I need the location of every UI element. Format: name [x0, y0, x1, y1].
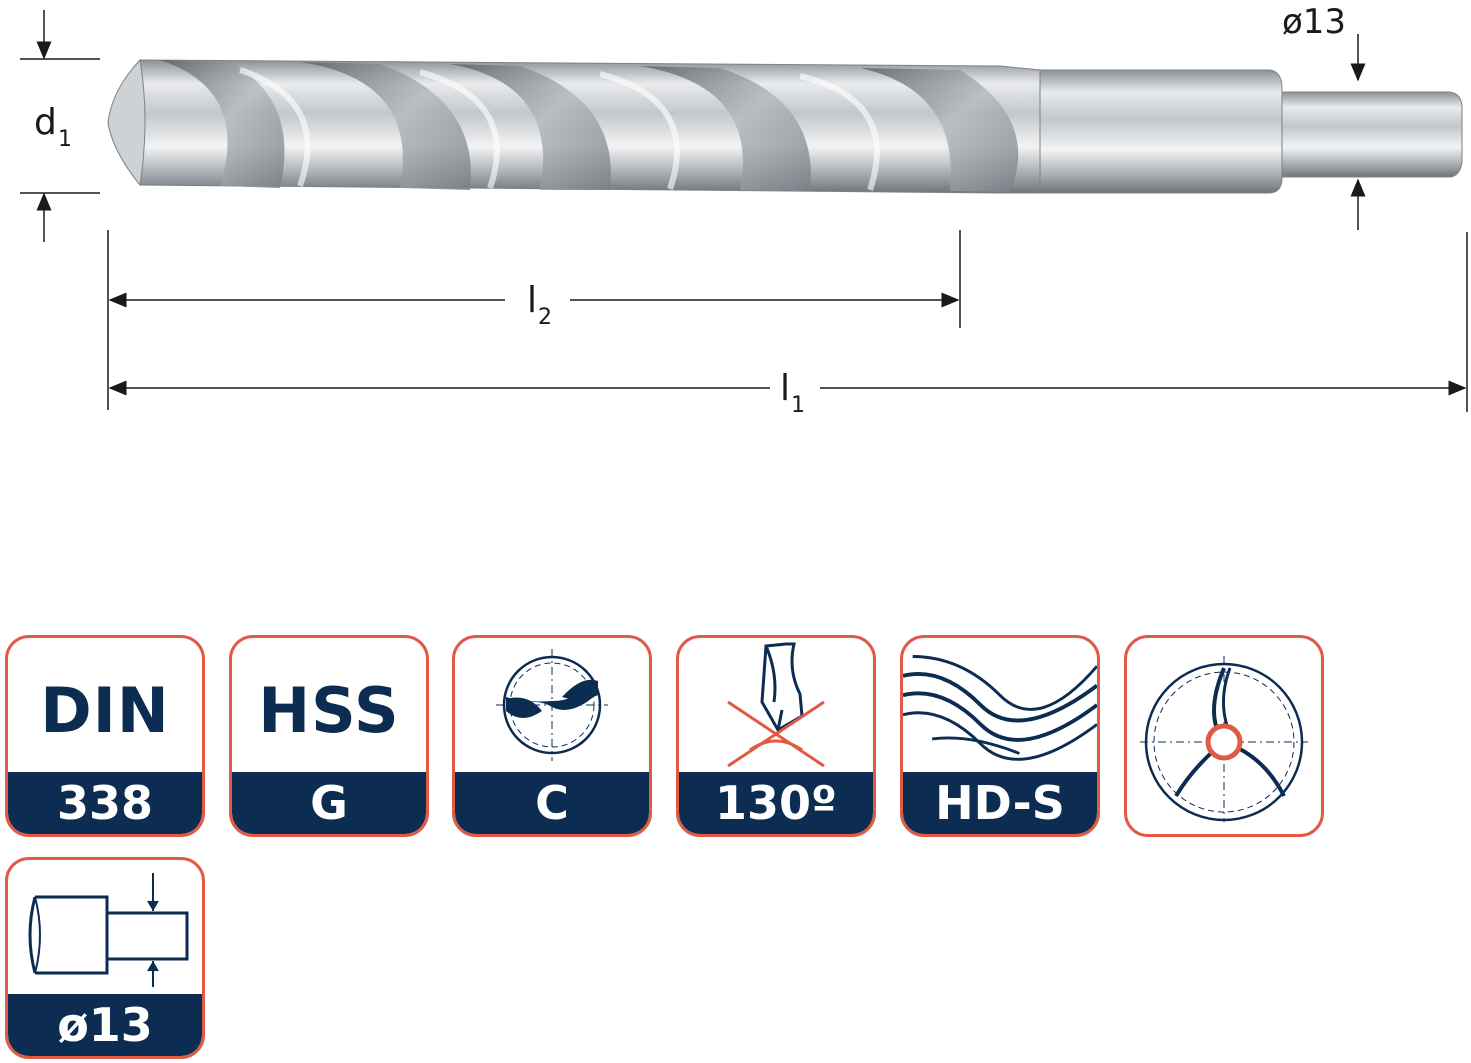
drill-image [107, 58, 1463, 194]
cut-type-badge-value: C [455, 772, 649, 834]
shank-badge: ø13 [5, 857, 205, 1059]
l1-sub-label: 1 [791, 393, 805, 418]
d1-sub-label: 1 [58, 127, 72, 152]
material-badge-title: HSS [258, 673, 400, 747]
point-angle-badge-value: 130º [679, 772, 873, 834]
material-badge-value: G [232, 772, 426, 834]
cross-section-icon [1140, 656, 1308, 822]
point-angle-badge: 130º [676, 635, 876, 837]
flute-type-badge-value: HD-S [903, 772, 1097, 834]
l2-sub-label: 2 [538, 305, 552, 330]
l2-label: l [527, 280, 537, 321]
material-badge: HSS G [229, 635, 429, 837]
spiral-flute-icon [903, 655, 1097, 761]
split-point-icon [496, 649, 608, 761]
shank-diameter-dimension: ø13 [1282, 2, 1366, 230]
shank-badge-value: ø13 [8, 994, 202, 1056]
l2-dimension: l 2 [107, 230, 961, 410]
d1-dimension: d 1 [20, 10, 100, 242]
cross-section-badge [1124, 635, 1324, 837]
d1-label: d [34, 102, 57, 143]
cut-type-badge: C [452, 635, 652, 837]
reduced-shank-icon [28, 873, 189, 987]
din-badge: DIN 338 [5, 635, 205, 837]
flute-type-badge: HD-S [900, 635, 1100, 837]
din-badge-title: DIN [40, 673, 170, 747]
din-badge-value: 338 [8, 772, 202, 834]
drill-technical-drawing: d 1 ø13 l 2 l 1 [20, 2, 1468, 418]
shank-diameter-label: ø13 [1282, 2, 1346, 42]
l1-label: l [780, 368, 790, 409]
l1-dimension: l 1 [108, 232, 1468, 418]
point-angle-icon [727, 642, 825, 768]
